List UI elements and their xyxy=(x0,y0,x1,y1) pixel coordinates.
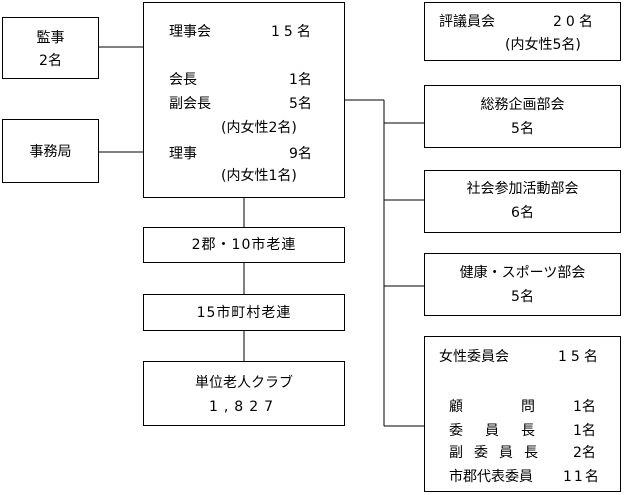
secretariat-box: 事務局 xyxy=(2,119,99,183)
planning-committee-title: 総務企画部会 xyxy=(480,97,565,113)
board-chair: 会長 xyxy=(169,72,197,88)
board-vice-count: 5名 xyxy=(289,96,312,112)
clubs-count: 1,827 xyxy=(208,399,280,415)
social-committee-title: 社会参加活動部会 xyxy=(466,181,579,197)
county-federation-label: 2郡・10市老連 xyxy=(191,237,297,253)
municipal-federation-label: 15市町村老連 xyxy=(196,305,292,321)
planning-committee-box: 総務企画部会 5名 xyxy=(424,85,621,148)
board-vice-note: (内女性2名) xyxy=(221,120,297,136)
councilors-note: (内女性5名) xyxy=(505,37,581,53)
women-committee-count: 15名 xyxy=(558,349,602,365)
women-vice-chair-count: 2名 xyxy=(573,445,596,461)
women-committee-title: 女性委員会 xyxy=(439,349,509,365)
municipal-federation-box: 15市町村老連 xyxy=(143,294,345,331)
auditor-box: 監事 2名 xyxy=(2,17,99,79)
social-committee-count: 6名 xyxy=(511,205,534,221)
councilors-box: 評議員会 20名 (内女性5名) xyxy=(424,2,621,61)
board-vice: 副会長 xyxy=(169,96,211,112)
women-advisor: 顧 問 xyxy=(449,399,539,415)
board-directors: 理事 xyxy=(169,146,197,162)
women-rep: 市郡代表委員 xyxy=(449,469,533,485)
board-box: 理事会 15名 会長 1名 副会長 5名 (内女性2名) 理事 9名 (内女性1… xyxy=(143,2,345,198)
women-chairperson-count: 1名 xyxy=(573,423,596,439)
clubs-box: 単位老人クラブ 1,827 xyxy=(143,361,345,426)
women-chairperson: 委 員 長 xyxy=(449,423,539,439)
auditor-title: 監事 xyxy=(36,30,65,46)
social-committee-box: 社会参加活動部会 6名 xyxy=(424,170,621,233)
board-directors-count: 9名 xyxy=(289,146,312,162)
women-vice-chair: 副委員長 xyxy=(449,445,549,461)
board-title-count: 15名 xyxy=(271,24,315,40)
women-rep-count: 11名 xyxy=(563,469,601,485)
board-chair-count: 1名 xyxy=(289,72,312,88)
councilors-title: 評議員会 xyxy=(439,14,495,30)
planning-committee-count: 5名 xyxy=(511,121,534,137)
board-title: 理事会 xyxy=(169,24,211,40)
councilors-count: 20名 xyxy=(553,14,597,30)
auditor-count: 2名 xyxy=(39,53,62,69)
women-advisor-count: 1名 xyxy=(573,399,596,415)
health-committee-title: 健康・スポーツ部会 xyxy=(459,265,586,281)
board-directors-note: (内女性1名) xyxy=(221,168,297,184)
women-committee-box: 女性委員会 15名 顧 問 1名 委 員 長 1名 副委員長 2名 市郡代表委員… xyxy=(424,336,621,492)
county-federation-box: 2郡・10市老連 xyxy=(143,227,345,263)
secretariat-title: 事務局 xyxy=(29,144,72,160)
health-committee-count: 5名 xyxy=(511,289,534,305)
health-committee-box: 健康・スポーツ部会 5名 xyxy=(424,253,621,316)
clubs-label: 単位老人クラブ xyxy=(195,375,293,391)
